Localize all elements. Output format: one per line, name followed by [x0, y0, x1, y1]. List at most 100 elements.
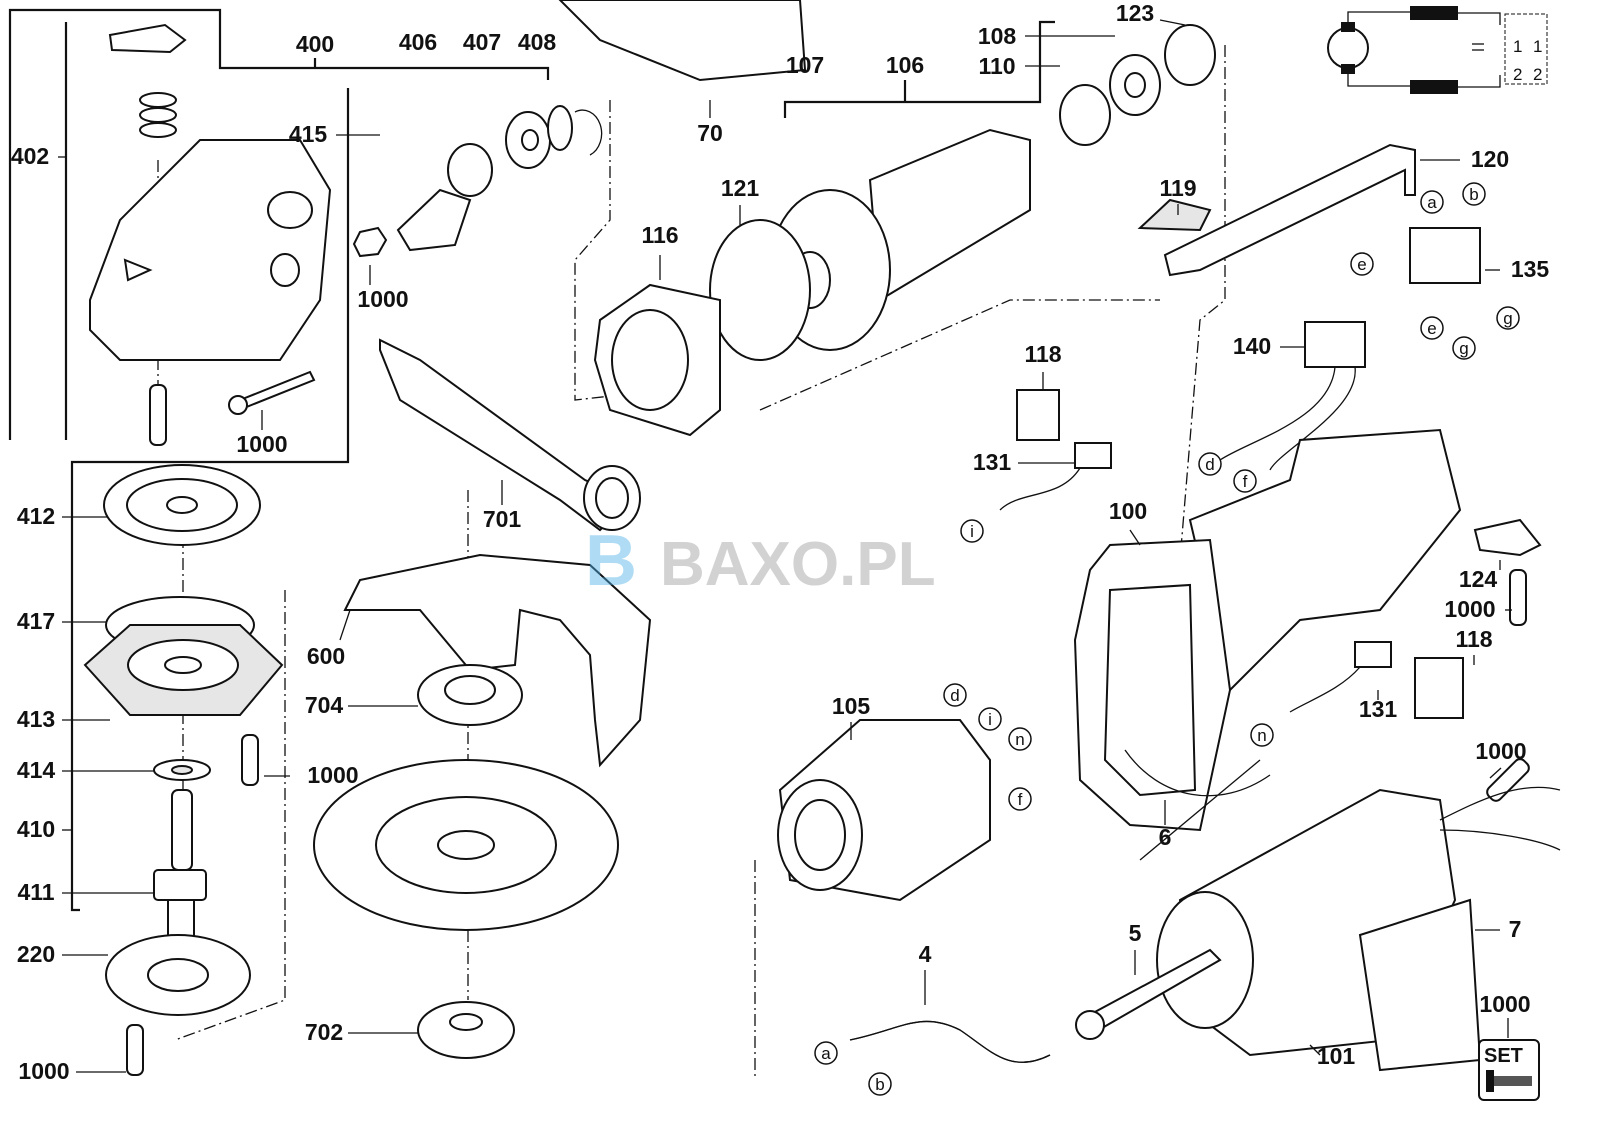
connection-marker [943, 683, 967, 707]
field-stator [777, 719, 991, 902]
connection-marker [978, 707, 1002, 731]
connection-letter: b [875, 1075, 884, 1094]
part-number-label: 140 [1233, 333, 1271, 359]
connection-marker [1350, 252, 1374, 276]
part-number-label: 402 [11, 143, 49, 169]
connection-letter: g [1503, 309, 1512, 328]
part-number-label: 5 [1129, 920, 1142, 946]
leader-line [1309, 1044, 1321, 1056]
assembly-brackets [8, 8, 1055, 912]
gear-assembly [83, 464, 284, 1076]
connection-letter: f [1243, 472, 1248, 491]
part-number-label: 406 [399, 29, 437, 55]
part-number-label: 1000 [236, 431, 287, 457]
part-number-label: 101 [1317, 1043, 1356, 1069]
connection-letter: d [950, 686, 959, 705]
part-number-label: 220 [17, 941, 55, 967]
switch-assembly [999, 143, 1542, 802]
connection-marker [960, 519, 984, 543]
part-number-label: 1000 [357, 286, 408, 312]
svg-text:2: 2 [1513, 65, 1522, 84]
connection-letter: n [1015, 730, 1024, 749]
connection-letter: n [1257, 726, 1266, 745]
pinion-bearings [352, 105, 603, 258]
svg-text:B: B [585, 521, 637, 601]
part-number-label: 1000 [1475, 738, 1526, 764]
part-number-label: 110 [978, 53, 1015, 79]
part-number-label: 119 [1159, 175, 1196, 201]
part-number-label: 4 [919, 941, 932, 967]
part-number-label: 417 [17, 608, 55, 634]
svg-text:1: 1 [1513, 37, 1522, 56]
part-number-label: 120 [1471, 146, 1509, 172]
connection-letter: i [970, 522, 974, 541]
motor-housing-top [558, 0, 807, 82]
connection-marker [868, 1072, 892, 1096]
part-number-label: 116 [641, 222, 678, 248]
leader-line [339, 609, 351, 641]
connection-letter: i [988, 710, 992, 729]
part-number-label: 108 [978, 23, 1017, 49]
part-number-label: 600 [307, 643, 345, 669]
connection-marker [1250, 723, 1274, 747]
svg-text:1: 1 [1533, 37, 1542, 56]
part-number-label: 131 [973, 449, 1012, 475]
part-number-label: 413 [17, 706, 55, 732]
connection-marker [1496, 306, 1520, 330]
part-number-label: 135 [1511, 256, 1550, 282]
part-number-label: 6 [1159, 824, 1172, 850]
part-number-label: 107 [786, 52, 824, 78]
connection-marker [1233, 469, 1257, 493]
connection-marker [1462, 182, 1486, 206]
gear-head-cover [89, 23, 332, 446]
watermark-text: BAXO.PL [660, 530, 936, 599]
connection-letter: d [1205, 455, 1214, 474]
connection-letter: e [1427, 319, 1436, 338]
rear-housing [849, 786, 1561, 1072]
part-number-label: 1000 [307, 762, 358, 788]
connection-letter: a [821, 1044, 831, 1063]
part-number-label: 124 [1459, 566, 1498, 592]
set-badge-text: SET [1484, 1045, 1523, 1067]
part-number-label: 410 [17, 816, 55, 842]
part-number-label: 1000 [1444, 596, 1495, 622]
part-number-label: 105 [832, 693, 871, 719]
part-number-label: 415 [289, 121, 328, 147]
connection-marker [1008, 787, 1032, 811]
part-number-label: 121 [721, 175, 760, 201]
part-number-label: 411 [17, 879, 54, 905]
part-number-label: 701 [483, 506, 522, 532]
svg-text:2: 2 [1533, 65, 1542, 84]
part-number-label: 407 [463, 29, 501, 55]
part-number-label: 70 [697, 120, 723, 146]
part-number-label: 412 [17, 503, 55, 529]
part-number-label: 400 [296, 31, 334, 57]
set-badge: SET [1478, 1039, 1540, 1101]
part-number-label: 1000 [18, 1058, 69, 1084]
connection-letter: f [1018, 790, 1023, 809]
motor-housing [1073, 428, 1462, 861]
connection-marker [1452, 336, 1476, 360]
part-number-label: 131 [1359, 696, 1398, 722]
part-number-label: 704 [305, 692, 344, 718]
connection-letter: g [1459, 339, 1468, 358]
connection-letter: e [1357, 255, 1366, 274]
connection-letter: b [1469, 185, 1478, 204]
connection-marker [1420, 316, 1444, 340]
watermark-logo: B BAXO.PL [585, 521, 936, 601]
leader-line [1129, 529, 1141, 546]
connection-marker [1008, 727, 1032, 751]
connection-marker [1420, 190, 1444, 214]
wheel-guard-and-disc [313, 553, 652, 1059]
leader-line [1159, 19, 1186, 26]
part-number-label: 118 [1455, 626, 1492, 652]
part-number-label: 414 [17, 757, 56, 783]
part-number-label: 408 [518, 29, 557, 55]
leader-line [1489, 767, 1502, 779]
part-number-label: 1000 [1479, 991, 1530, 1017]
connection-marker [1198, 452, 1222, 476]
